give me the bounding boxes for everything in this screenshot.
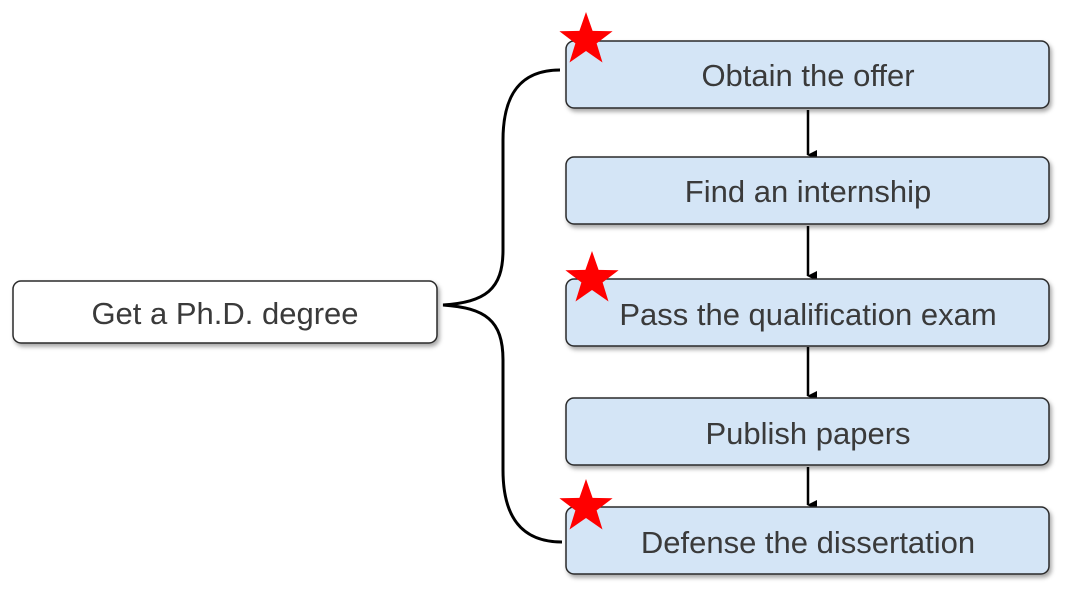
root-node: Get a Ph.D. degree	[12, 280, 438, 344]
star-icon	[565, 251, 619, 302]
step-node-defense-dissertation: Defense the dissertation	[565, 506, 1050, 575]
step-label: Publish papers	[705, 416, 910, 451]
step-node-publish-papers: Publish papers	[565, 397, 1050, 466]
step-node-box	[565, 506, 1050, 575]
step-node-box	[565, 278, 1050, 347]
curly-brace	[442, 68, 563, 544]
root-node-box	[12, 280, 438, 344]
step-label: Pass the qualification exam	[619, 297, 996, 332]
step-node-qualification-exam: Pass the qualification exam	[565, 278, 1050, 347]
step-node-box	[565, 156, 1050, 225]
step-label: Defense the dissertation	[641, 525, 975, 560]
step-node-box	[565, 397, 1050, 466]
star-icon	[559, 12, 613, 63]
root-node-label: Get a Ph.D. degree	[91, 296, 358, 331]
step-node-obtain-offer: Obtain the offer	[565, 40, 1050, 109]
step-label: Obtain the offer	[701, 58, 914, 93]
step-node-box	[565, 40, 1050, 109]
star-icon	[559, 479, 613, 530]
step-node-find-internship: Find an internship	[565, 156, 1050, 225]
step-label: Find an internship	[685, 174, 931, 209]
